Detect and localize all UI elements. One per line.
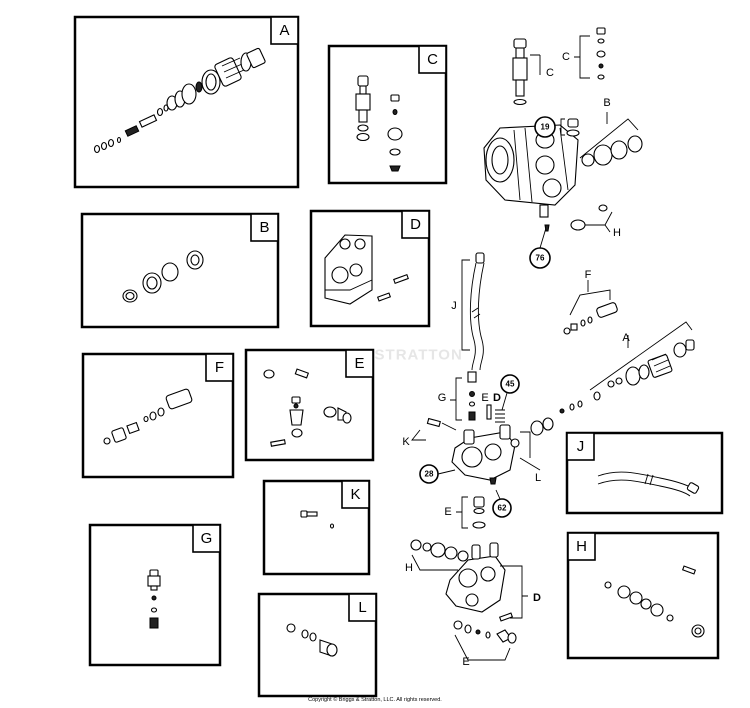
inset-b: B <box>80 212 280 329</box>
inset-k-tag: K <box>350 486 360 503</box>
manifold-assembly: J F A G E D <box>402 252 695 518</box>
lower-callout-e: E <box>444 506 451 518</box>
ref-45: 45 <box>506 380 515 389</box>
inset-h: H <box>566 531 720 660</box>
inset-k-parts <box>300 510 335 529</box>
inset-f-tag: F <box>215 359 224 376</box>
manifold-callout-l: L <box>535 472 541 484</box>
inset-g: G <box>88 523 222 667</box>
inset-j-parts <box>597 471 700 497</box>
pump-assembly: C C 19 B H 76 <box>483 27 643 269</box>
inset-e-parts <box>263 368 352 447</box>
inset-b-parts <box>122 250 204 303</box>
pump-callout-b: B <box>603 97 610 109</box>
pump-callout-c2: C <box>562 51 570 63</box>
inset-a: A <box>73 15 300 189</box>
inset-e: E <box>244 348 375 462</box>
inset-d: D <box>309 209 431 328</box>
inset-c-parts <box>355 75 403 172</box>
manifold-callout-k: K <box>402 436 410 448</box>
lower-callout-h: H <box>405 562 413 574</box>
manifold-callout-a: A <box>622 332 630 344</box>
inset-d-parts <box>324 234 409 305</box>
inset-c-tag: C <box>427 51 438 68</box>
inset-f-parts <box>103 388 193 445</box>
inset-c: C <box>327 44 448 185</box>
ref-19: 19 <box>541 123 550 132</box>
inset-e-tag: E <box>354 355 364 372</box>
lower-callout-d: D <box>533 592 541 604</box>
lower-callout-e2: E <box>462 656 469 668</box>
manifold-callout-g: G <box>438 392 447 404</box>
copyright-text: Copyright © Briggs & Stratton, LLC. All … <box>308 697 442 703</box>
manifold-callout-f: F <box>585 269 592 281</box>
manifold-callout-d: D <box>493 392 501 404</box>
inset-l-tag: L <box>358 599 366 616</box>
inset-h-parts <box>604 565 705 638</box>
inset-d-tag: D <box>410 216 421 233</box>
inset-b-tag: B <box>259 219 269 236</box>
inset-l: L <box>257 592 378 698</box>
inset-k: K <box>262 479 371 576</box>
pump-callout-h: H <box>613 227 621 239</box>
ref-76: 76 <box>536 254 545 263</box>
inset-l-parts <box>286 623 338 657</box>
manifold-callout-j: J <box>451 300 457 312</box>
manifold-callout-e: E <box>481 392 488 404</box>
ref-28: 28 <box>425 470 434 479</box>
ref-62: 62 <box>498 504 507 513</box>
inset-g-parts <box>147 569 161 629</box>
lower-assembly: E H D E <box>405 496 541 668</box>
inset-a-tag: A <box>279 22 289 39</box>
inset-j: J <box>565 431 724 515</box>
inset-j-tag: J <box>577 438 585 455</box>
inset-a-parts <box>93 47 266 154</box>
pump-callout-c: C <box>546 67 554 79</box>
inset-h-tag: H <box>576 538 587 555</box>
inset-f: F <box>81 352 235 479</box>
inset-g-tag: G <box>201 530 213 547</box>
